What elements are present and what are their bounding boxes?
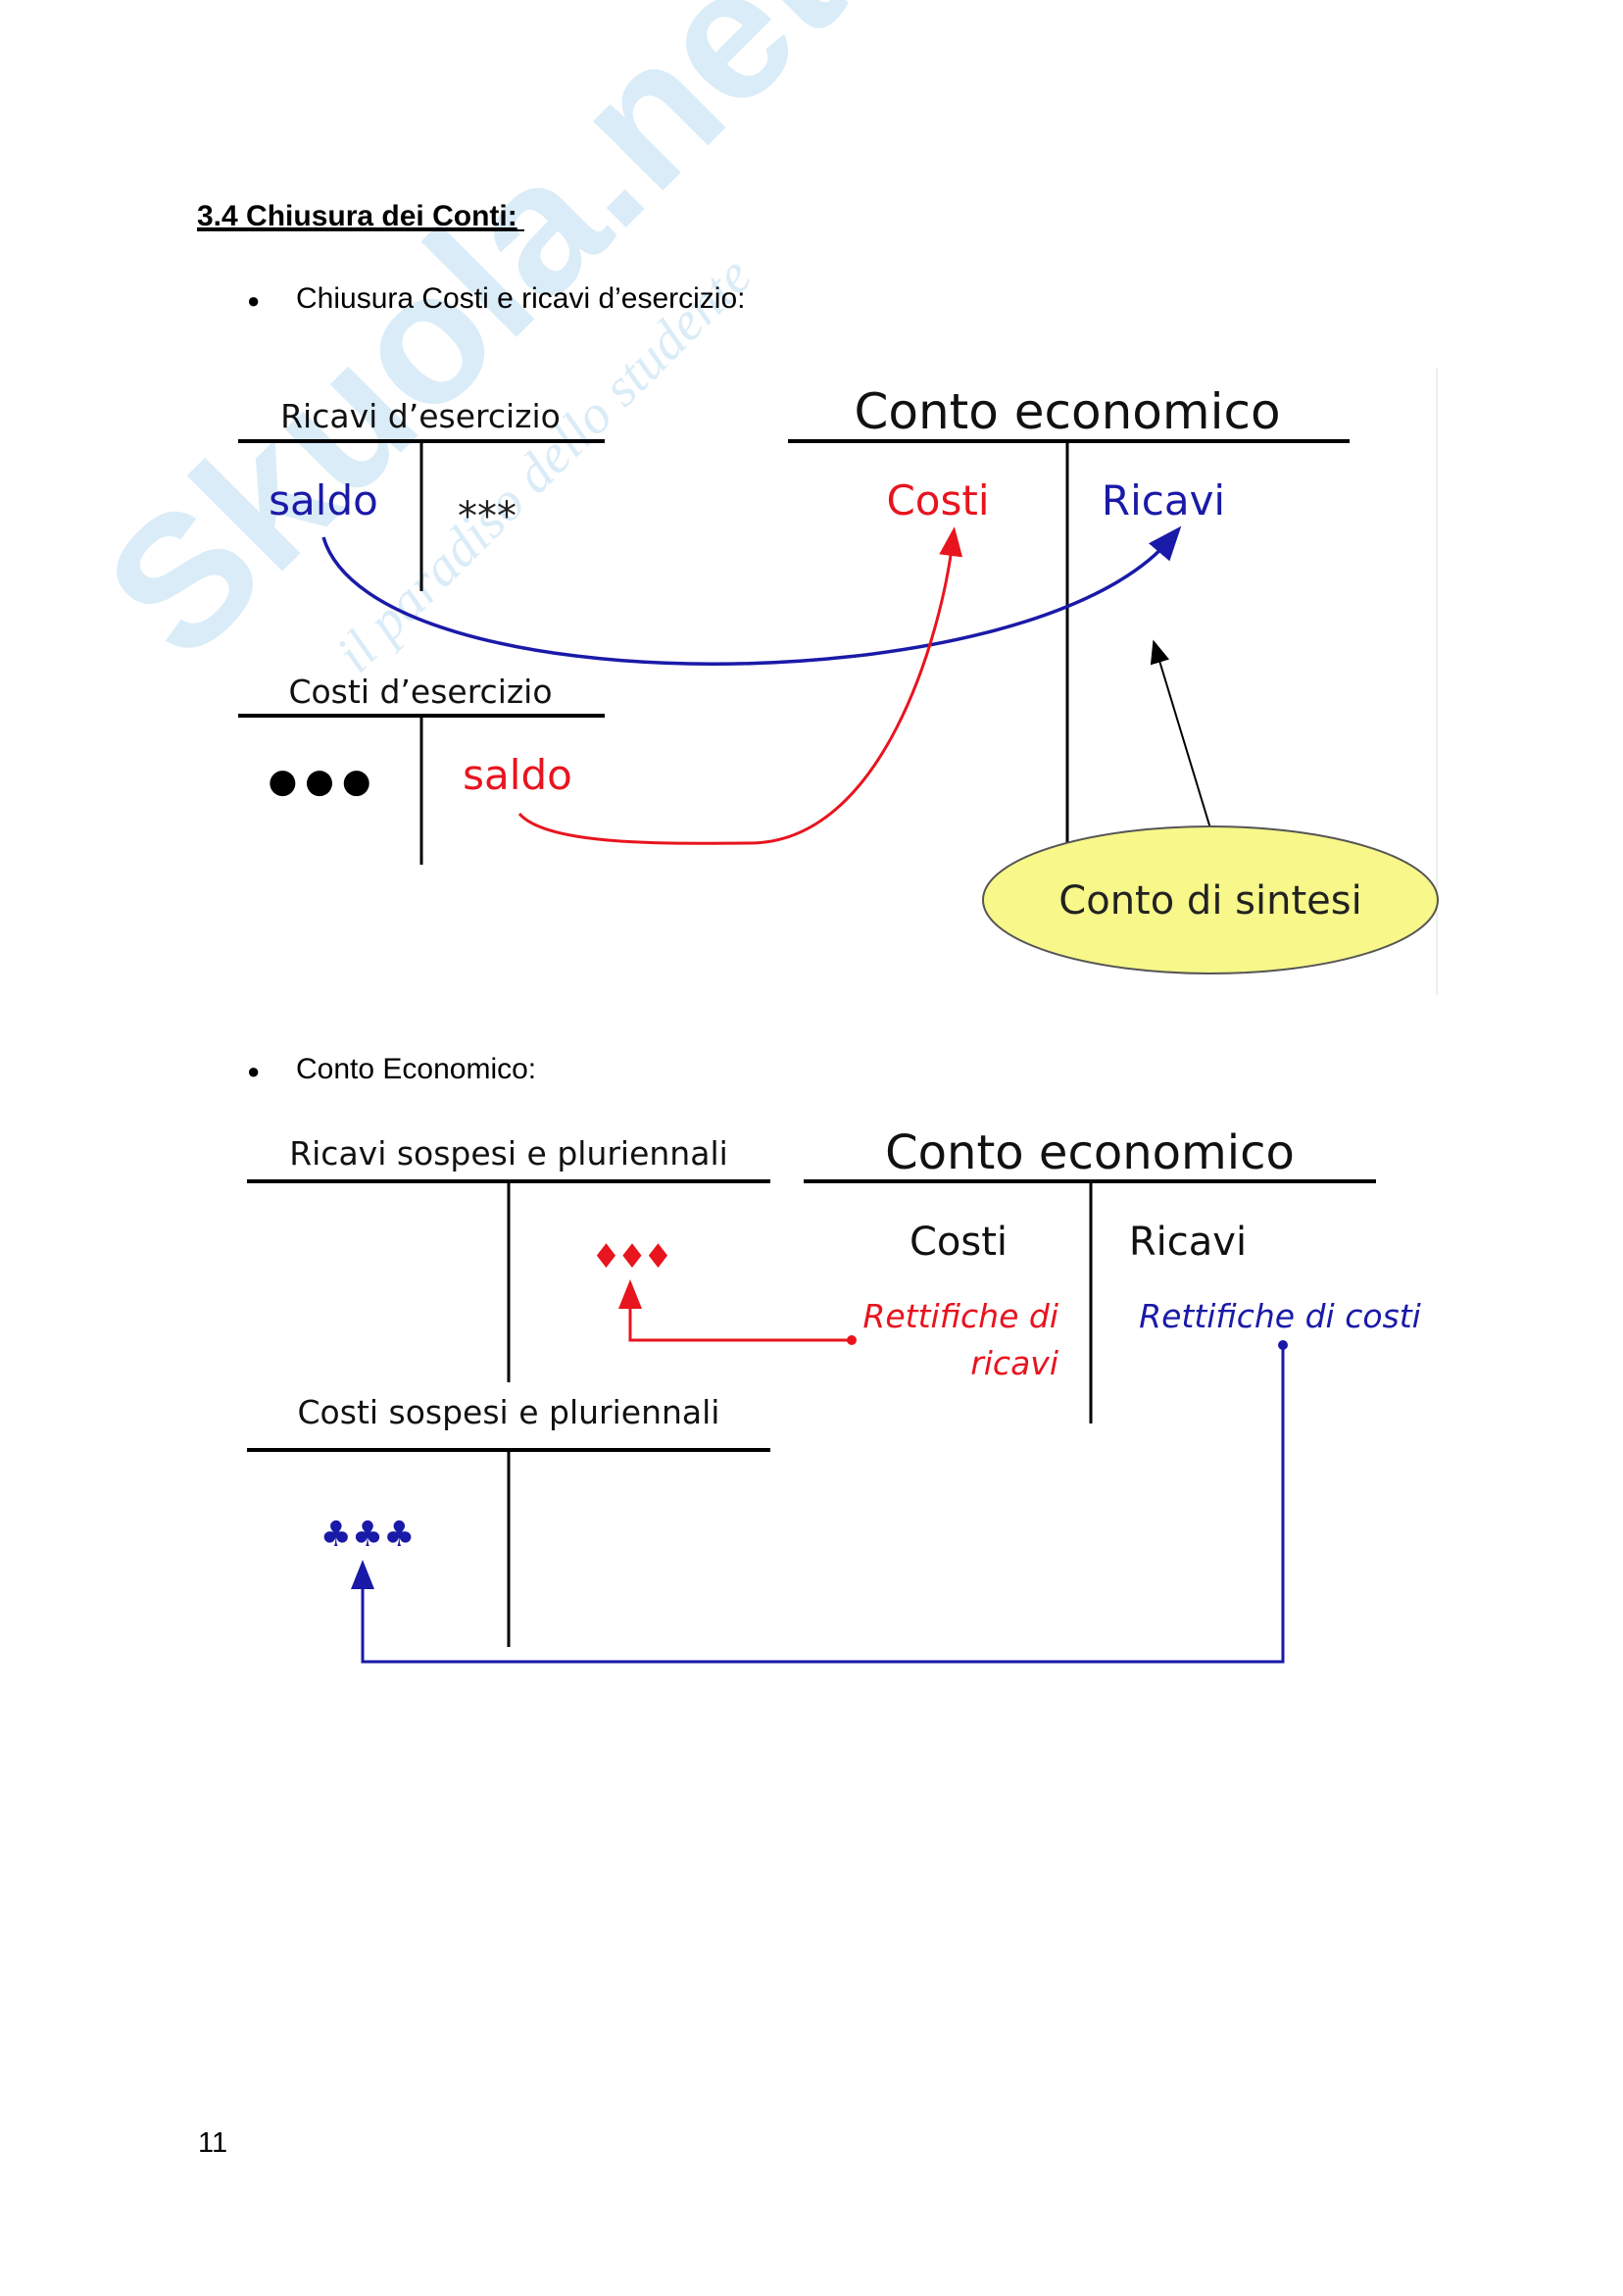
red-connector-arrow	[618, 1279, 852, 1342]
ricavi-asterisks: ***	[458, 494, 516, 539]
conto-economico-ricavi-2: Ricavi	[1129, 1220, 1247, 1265]
diagram-conto-economico: Ricavi sospesi e pluriennali ♦♦♦ Conto e…	[247, 1125, 1421, 1664]
page-number: 11	[198, 2127, 227, 2159]
conto-economico-ricavi: Ricavi	[1102, 476, 1225, 524]
costi-sospesi-title: Costi sospesi e pluriennali	[298, 1393, 720, 1431]
conto-economico-title: Conto economico	[854, 383, 1280, 440]
conto-economico-costi-2: Costi	[910, 1220, 1008, 1265]
clubs-icon: ♣♣♣	[320, 1515, 416, 1555]
ricavi-saldo-label: saldo	[269, 476, 378, 524]
ricavi-sospesi-title: Ricavi sospesi e pluriennali	[289, 1134, 728, 1173]
watermark-brand: Skuola.net	[67, 0, 879, 697]
blue-connector-dot	[1278, 1340, 1288, 1350]
conto-di-sintesi-ellipse	[982, 825, 1439, 974]
bullet-text-conto-economico: Conto Economico:	[296, 1053, 536, 1085]
red-connector-dot	[847, 1335, 857, 1345]
diagram-chiusura: Ricavi d’esercizio saldo *** Conto econo…	[238, 368, 1439, 995]
red-closing-arrow	[517, 526, 963, 845]
rettifiche-ricavi-line2: ricavi	[970, 1344, 1058, 1382]
bullet-icon: ●	[247, 1059, 260, 1083]
section-heading: 3.4 Chiusura dei Conti:	[197, 200, 517, 232]
blue-connector-arrow	[351, 1345, 1285, 1664]
summary-pointer-arrow	[1150, 639, 1211, 829]
conto-economico-title-2: Conto economico	[885, 1125, 1295, 1180]
rettifiche-ricavi-line1: Rettifiche di	[862, 1297, 1058, 1335]
conto-di-sintesi-label: Conto di sintesi	[1058, 878, 1361, 923]
diamonds-icon: ♦♦♦	[591, 1237, 668, 1276]
blue-closing-arrow	[321, 525, 1182, 666]
watermark: Skuola.net il paradiso dello studente	[67, 0, 879, 697]
conto-economico-costi: Costi	[886, 476, 989, 524]
rettifiche-costi: Rettifiche di costi	[1139, 1297, 1421, 1335]
bullet-text-chiusura: Chiusura Costi e ricavi d’esercizio:	[296, 282, 746, 315]
costi-saldo-label: saldo	[463, 751, 572, 799]
costi-esercizio-title: Costi d’esercizio	[288, 673, 552, 711]
ricavi-esercizio-title: Ricavi d’esercizio	[280, 397, 561, 435]
bullet-icon: ●	[247, 288, 260, 313]
costi-dots: ●●●	[268, 762, 378, 801]
